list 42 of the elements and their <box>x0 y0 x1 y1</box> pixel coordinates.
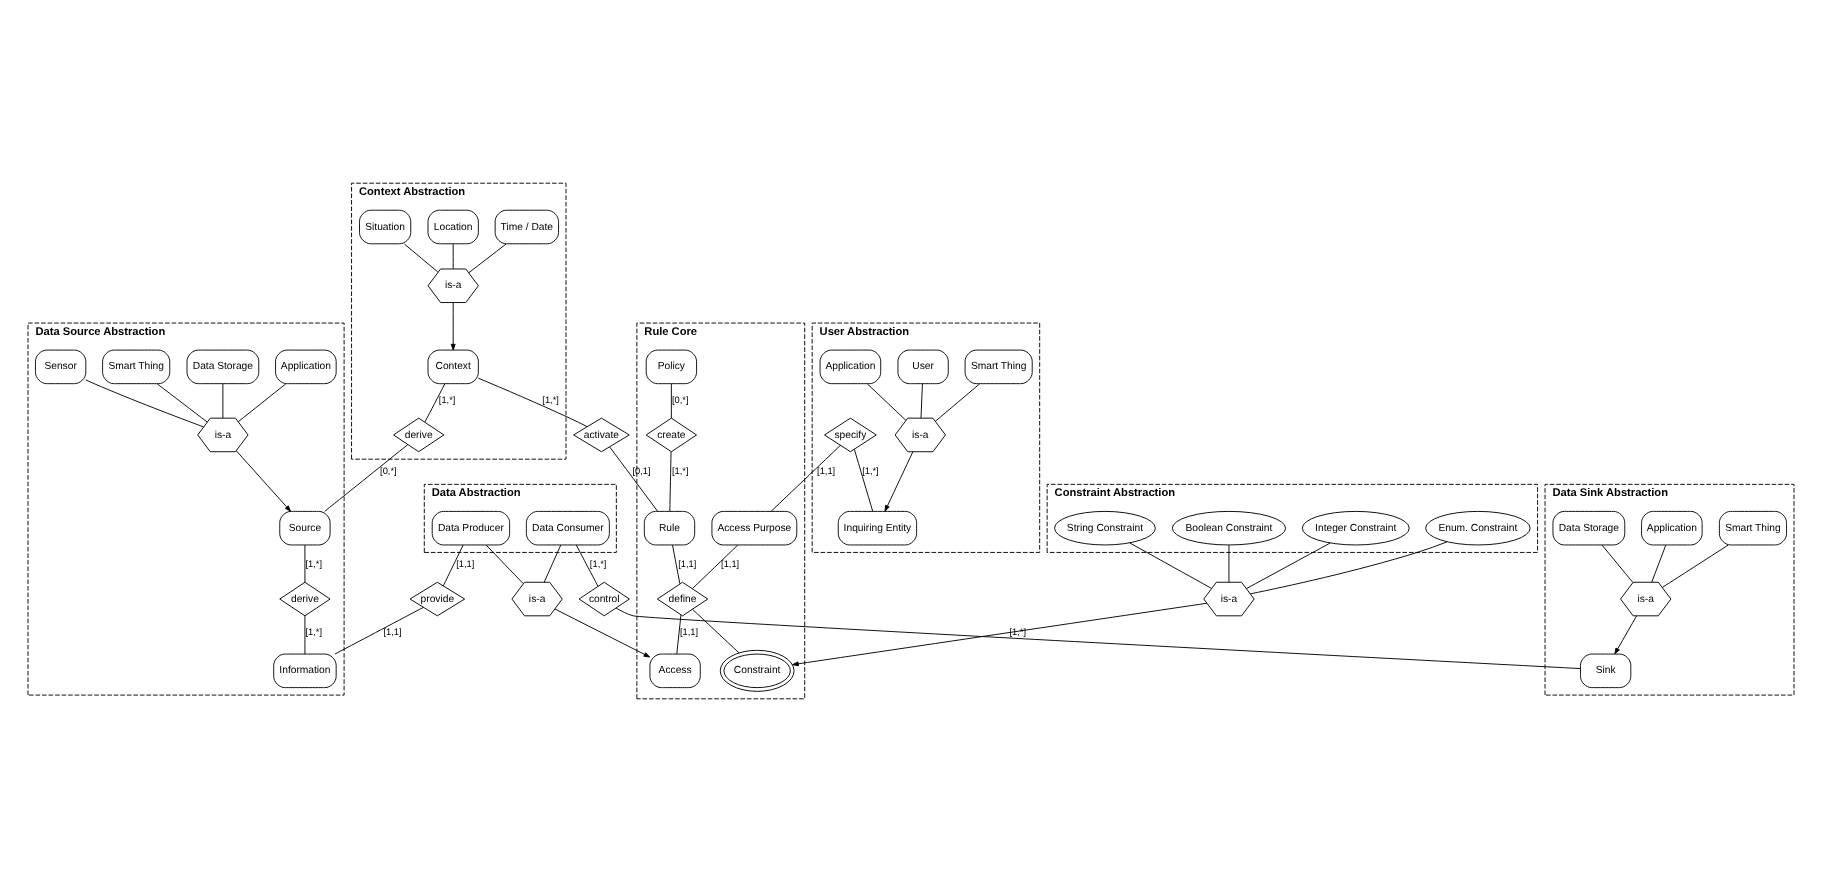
connector <box>672 543 681 584</box>
connector <box>934 382 981 421</box>
connector <box>485 543 524 584</box>
connector <box>920 382 923 418</box>
connector <box>156 382 208 422</box>
connector <box>853 447 874 511</box>
connector <box>770 443 841 511</box>
connector <box>692 607 740 653</box>
connector <box>237 382 287 422</box>
connector <box>403 242 439 272</box>
connector <box>1245 541 1331 589</box>
connector <box>477 376 588 427</box>
connector <box>304 614 306 654</box>
connector <box>304 543 306 582</box>
connector <box>609 445 659 511</box>
connector <box>222 382 224 418</box>
connector <box>1601 543 1634 582</box>
connector <box>452 242 454 269</box>
connector <box>324 443 409 511</box>
arrow <box>554 607 651 657</box>
arrow <box>235 449 291 511</box>
connector <box>85 378 204 427</box>
connector <box>866 382 907 420</box>
arrow <box>884 450 914 511</box>
connector <box>692 543 739 588</box>
arrow <box>792 601 1208 666</box>
connector <box>670 382 672 418</box>
connector <box>424 382 446 422</box>
connector <box>468 242 507 273</box>
connector <box>575 543 599 586</box>
connector <box>615 606 1581 669</box>
connector <box>669 450 672 511</box>
connector <box>1662 543 1729 587</box>
connector <box>1228 543 1230 582</box>
connector <box>1129 541 1212 588</box>
connector <box>1651 543 1667 582</box>
connector <box>543 543 562 582</box>
arrow <box>450 301 456 350</box>
connector <box>442 543 464 586</box>
arrow <box>1614 614 1638 654</box>
connector <box>676 613 682 654</box>
connector <box>334 605 424 654</box>
